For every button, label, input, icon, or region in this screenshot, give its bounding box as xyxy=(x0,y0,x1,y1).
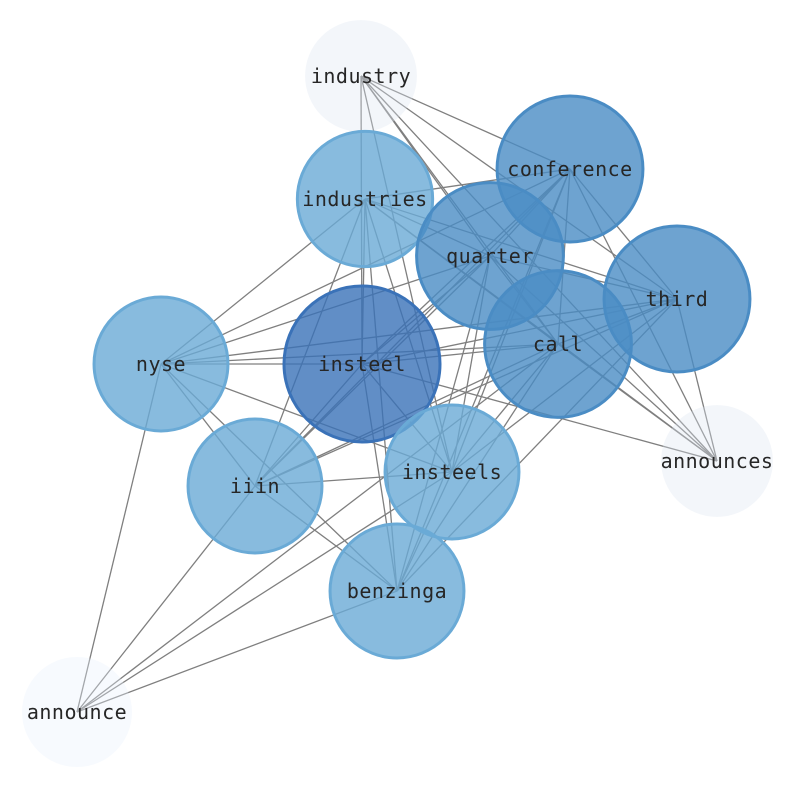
node-label-third: third xyxy=(646,287,709,311)
node-label-quarter: quarter xyxy=(446,244,534,268)
node-insteels xyxy=(383,403,521,541)
node-industry xyxy=(305,20,417,132)
node-label-call: call xyxy=(533,332,583,356)
node-announces xyxy=(661,405,773,517)
node-benzinga xyxy=(328,522,466,660)
labels-layer: industry conference industries quarter third… xyxy=(27,64,774,724)
node-nyse xyxy=(92,295,230,433)
node-label-industry: industry xyxy=(311,64,411,88)
edge-insteels-announce xyxy=(76,471,453,713)
node-label-insteel: insteel xyxy=(318,352,406,376)
edge-call-announce xyxy=(76,343,559,713)
node-label-conference: conference xyxy=(507,157,632,181)
node-call xyxy=(483,269,633,419)
nodes-layer xyxy=(22,20,773,767)
node-label-benzinga: benzinga xyxy=(347,579,447,603)
node-announce xyxy=(22,657,132,767)
node-iiin xyxy=(186,417,324,555)
node-label-announce: announce xyxy=(27,700,127,724)
node-label-industries: industries xyxy=(302,187,427,211)
node-industries xyxy=(295,129,435,269)
node-label-iiin: iiin xyxy=(230,474,280,498)
node-label-insteels: insteels xyxy=(402,460,502,484)
node-label-announces: announces xyxy=(661,449,774,473)
node-insteel xyxy=(282,284,442,444)
node-label-nyse: nyse xyxy=(136,352,186,376)
